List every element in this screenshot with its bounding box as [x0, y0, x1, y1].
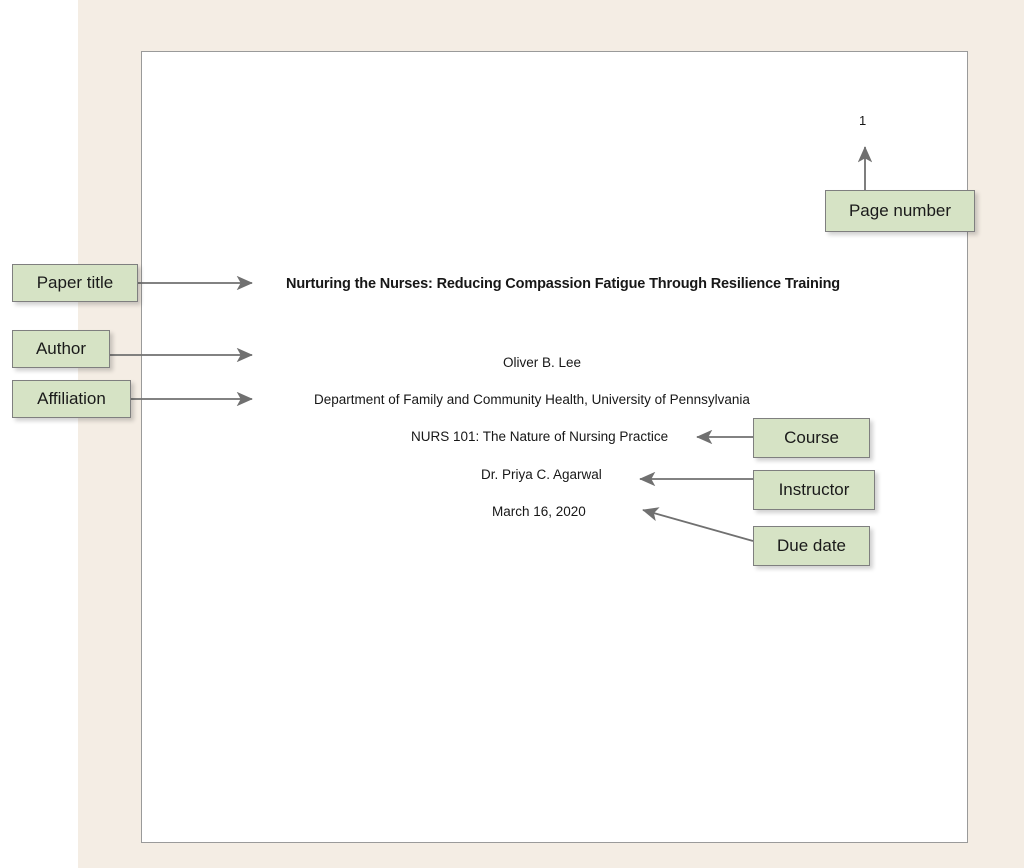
document-affiliation: Department of Family and Community Healt… [314, 392, 750, 407]
document-page-number: 1 [859, 113, 867, 128]
document-title: Nurturing the Nurses: Reducing Compassio… [286, 276, 841, 292]
callout-course[interactable]: Course [753, 418, 870, 458]
callout-due-date[interactable]: Due date [753, 526, 870, 566]
document-instructor: Dr. Priya C. Agarwal [481, 467, 602, 482]
callout-paper-title[interactable]: Paper title [12, 264, 138, 302]
callout-affiliation[interactable]: Affiliation [12, 380, 131, 418]
document-author: Oliver B. Lee [503, 355, 582, 370]
callout-instructor[interactable]: Instructor [753, 470, 875, 510]
document-due-date: March 16, 2020 [492, 504, 586, 519]
callout-page-number[interactable]: Page number [825, 190, 975, 232]
callout-author[interactable]: Author [12, 330, 110, 368]
document-course: NURS 101: The Nature of Nursing Practice [411, 429, 669, 444]
